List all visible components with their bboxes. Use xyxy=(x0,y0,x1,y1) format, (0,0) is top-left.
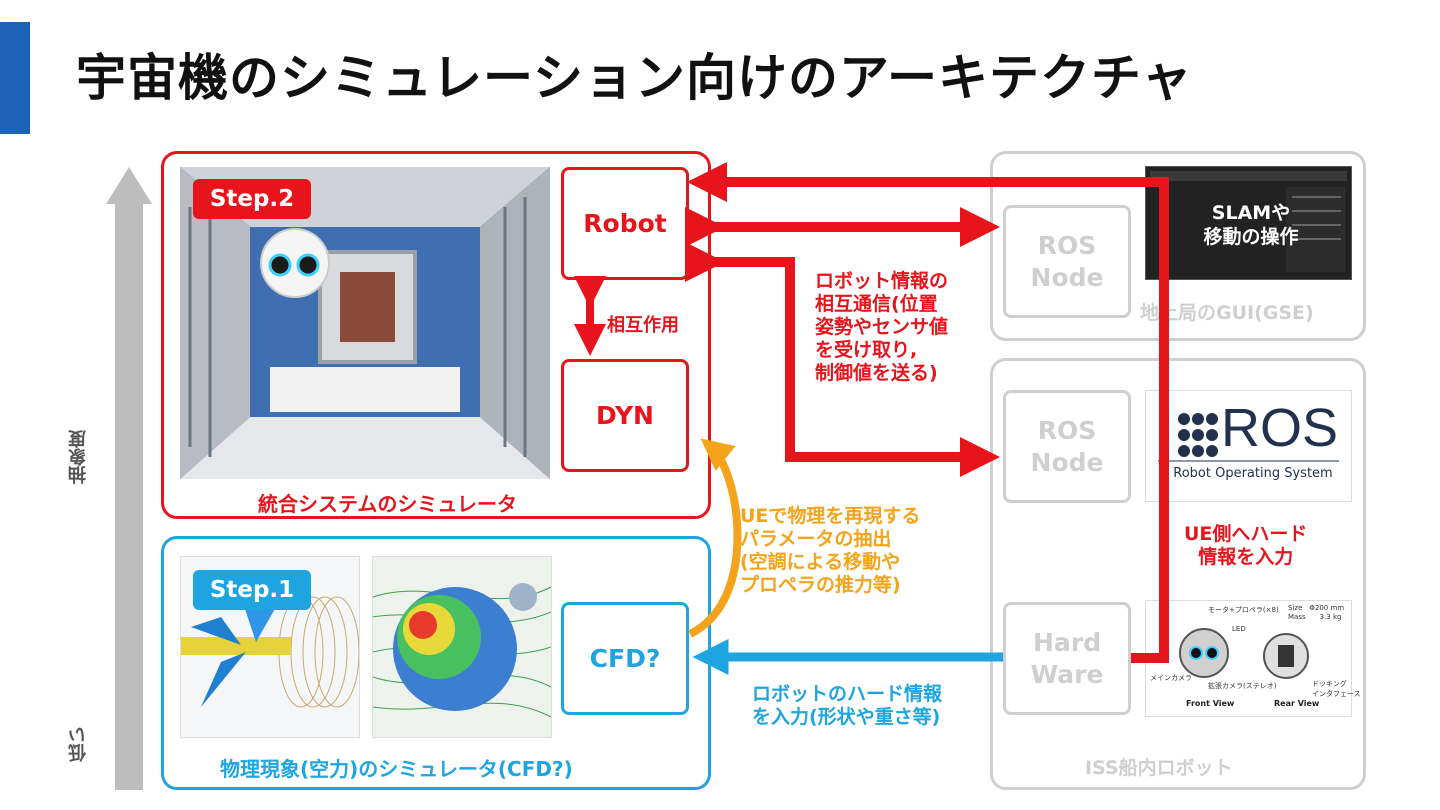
mass-label: Mass 3.3 kg xyxy=(1288,613,1342,621)
step1-badge: Step.1 xyxy=(193,570,311,610)
iss-interior-photo xyxy=(180,167,550,479)
ros-dots-icon xyxy=(1158,413,1339,462)
robot-node: Robot xyxy=(561,167,689,280)
robot-comm-note: ロボット情報の 相互通信(位置 姿勢やセンサ値 を受け取り, 制御値を送る) xyxy=(815,270,949,384)
front-view-label: Front View xyxy=(1186,699,1235,708)
iss-ros-node: ROS Node xyxy=(1003,390,1131,503)
axis-label-abstraction: 抽象度 xyxy=(68,430,89,484)
ros-subtitle: Robot Operating System xyxy=(1173,466,1333,481)
main-camera-label: メインカメラ xyxy=(1150,674,1192,682)
led-label: LED xyxy=(1232,625,1246,633)
integrated-simulator-label: 統合システムのシミュレータ xyxy=(258,492,517,516)
title-accent-bar xyxy=(0,22,30,134)
robot-hardware-diagram: モータ+プロペラ(×8) Size Φ200 mm Mass 3.3 kg LE… xyxy=(1145,600,1361,717)
step2-badge: Step.2 xyxy=(193,179,311,219)
hardware-node: Hard Ware xyxy=(1003,602,1131,715)
hardware-input-note: ロボットのハード情報 を入力(形状や重さ等) xyxy=(752,683,943,728)
stereo-camera-label: 拡張カメラ(ステレオ) xyxy=(1208,682,1277,690)
interaction-label: 相互作用 xyxy=(607,315,679,336)
iss-robot-label: ISS船内ロボット xyxy=(1085,757,1233,779)
cfd-node: CFD? xyxy=(561,602,689,715)
gse-ros-node: ROS Node xyxy=(1003,205,1131,318)
axis-label-low: 低い xyxy=(68,726,89,762)
sphere-cfd-image xyxy=(372,556,552,738)
gse-screen-text: SLAMや 移動の操作 xyxy=(1203,202,1299,248)
rear-view-label: Rear View xyxy=(1274,699,1320,708)
motor-label: モータ+プロペラ(×8) xyxy=(1208,606,1279,614)
size-label: Size Φ200 mm xyxy=(1288,604,1345,612)
ros-logo-panel: ROS Robot Operating System xyxy=(1145,390,1352,502)
page-title: 宇宙機のシミュレーション向けのアーキテクチャ xyxy=(76,49,1193,107)
dyn-node: DYN xyxy=(561,359,689,472)
physics-simulator-label: 物理現象(空力)のシミュレータ(CFD?) xyxy=(220,757,573,781)
ros-logo-text: ROS xyxy=(1221,398,1339,458)
ue-side-note: UE側へハード 情報を入力 xyxy=(1184,523,1308,568)
gse-label: 地上局のGUI(GSE) xyxy=(1140,302,1314,324)
ue-physics-note: UEで物理を再現する パラメータの抽出 (空調による移動や プロペラの推力等) xyxy=(740,505,921,596)
gse-gui-screen: SLAMや 移動の操作 xyxy=(1145,166,1352,280)
docking-label: ドッキング インタフェース xyxy=(1312,680,1361,698)
